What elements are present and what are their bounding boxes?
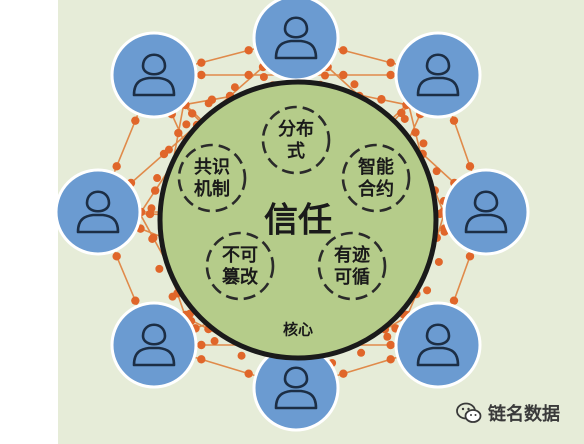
feature-label-line1: 不可 [222,245,258,266]
participant-node [110,301,198,389]
network-dot [400,114,409,123]
center-label: 信任 [264,201,332,241]
feature-label-line2: 式 [287,140,305,162]
network-dot [339,70,348,80]
person-icon [132,323,176,367]
participant-node [252,344,340,432]
network-dot [244,46,253,55]
person-icon [274,16,318,60]
person-icon [132,53,176,97]
network-dot [112,162,121,171]
network-dot [383,332,392,341]
wechat-icon [456,402,482,423]
network-dot [357,348,366,357]
network-dot [411,128,420,137]
network-dot [339,369,348,378]
participant-node [110,31,198,119]
network-dot [197,340,206,350]
feature-label-line2: 篡改 [222,266,259,288]
network-dot [237,351,246,360]
feature-label-line2: 合约 [358,178,394,200]
network-dot [434,257,443,266]
network-dot [131,296,140,305]
network-dot [465,252,475,261]
network-dot [174,128,183,138]
network-dot [449,296,459,305]
network-dot [155,264,164,273]
network-dot [150,186,160,195]
watermark: 链名数据 [456,400,560,426]
person-icon [416,323,460,367]
feature-label-line2: 可循 [334,266,370,288]
person-icon [464,190,508,234]
network-dot [386,355,395,364]
network-dot [465,162,475,171]
network-dot [197,70,206,80]
network-dot [339,46,348,55]
network-dot [210,337,219,346]
feature-label-line1: 分布 [278,118,314,140]
feature-label-line1: 有迹 [334,244,370,266]
core-label: 核心 [283,321,313,339]
network-dot [423,286,432,295]
watermark-text: 链名数据 [488,404,560,425]
participant-node [442,168,530,256]
participant-node [394,301,482,389]
network-dot [419,139,428,148]
person-icon [274,366,318,410]
network-dot [164,145,173,154]
network-dot [153,174,162,183]
participant-nodes [54,0,530,432]
network-dot [244,70,253,80]
network-dot [147,204,156,213]
network-dot [350,80,359,89]
network-dot [449,116,459,125]
network-dot [432,167,441,176]
network-dot [187,109,197,118]
network-dot [131,116,140,125]
participant-node [252,0,340,82]
network-dot [204,99,213,108]
network-dot [168,292,177,301]
network-dot [182,120,191,129]
participant-node [54,168,142,256]
network-dot [112,252,121,261]
feature-label-line2: 机制 [194,179,230,200]
network-dot [259,73,268,82]
network-dot [230,83,239,92]
network-dot [386,58,395,67]
person-icon [416,53,460,97]
network-dot [244,369,253,378]
network-dot [386,340,395,350]
network-dot [377,94,386,103]
feature-label-line1: 共识 [194,157,230,178]
network-dot [148,234,157,243]
network-dot [386,70,395,80]
network-dot [197,355,206,364]
feature-label-line1: 智能 [358,156,394,178]
participant-node [394,31,482,119]
network-dot [397,108,406,118]
network-dot [197,58,206,67]
network-dot [320,71,329,80]
person-icon [76,190,120,234]
feature-distributed: 分布式 [261,105,331,175]
